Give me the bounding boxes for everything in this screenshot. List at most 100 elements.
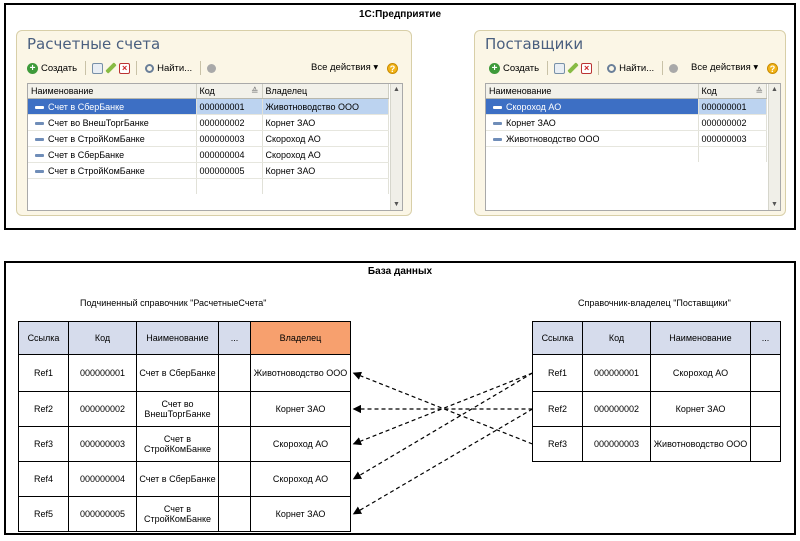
- db-cell: 000000005: [68, 496, 137, 532]
- create-button[interactable]: + Создать: [487, 60, 541, 76]
- item-icon: [493, 105, 502, 109]
- accounts-grid[interactable]: Наименование Код≙ Владелец Счет в СберБа…: [27, 83, 403, 211]
- find-button[interactable]: Найти...: [143, 60, 194, 76]
- database-frame-title: База данных: [367, 266, 433, 277]
- help-icon[interactable]: ?: [767, 63, 778, 74]
- item-icon: [493, 137, 502, 141]
- empty-cell: [196, 178, 263, 194]
- db-cell: 000000001: [582, 354, 651, 392]
- db-cell: Ref2: [532, 391, 583, 427]
- table-cell-code: 000000003: [698, 130, 767, 147]
- table-cell-name: Счет в СтройКомБанке: [28, 130, 197, 147]
- empty-row: [28, 178, 389, 194]
- table-cell-name: Корнет ЗАО: [486, 114, 699, 131]
- db-column-header: Ссылка: [18, 321, 69, 355]
- sort-icon: ≙: [250, 85, 259, 96]
- sort-icon: ≙: [755, 85, 763, 96]
- db-cell: [750, 391, 781, 427]
- search-icon: [145, 63, 155, 73]
- db-column-header: Код: [582, 321, 651, 355]
- db-cell: 000000001: [68, 354, 137, 392]
- table-cell-owner: Корнет ЗАО: [262, 162, 389, 179]
- toolbar-divider: [85, 61, 87, 75]
- accounts-table: Наименование Код≙ Владелец Счет в СберБа…: [28, 84, 389, 194]
- db-cell: Скороход АО: [250, 461, 351, 497]
- db-cell: [218, 461, 251, 497]
- db-cell: Ref3: [532, 426, 583, 462]
- db-cell: 000000003: [582, 426, 651, 462]
- enterprise-frame: 1С:Предприятие: [4, 3, 796, 230]
- item-icon: [35, 121, 44, 125]
- table-cell-name: Счет в СтройКомБанке: [28, 162, 197, 179]
- empty-cell: [28, 178, 197, 194]
- scroll-down-icon[interactable]: ▼: [393, 201, 400, 208]
- scroll-up-icon[interactable]: ▲: [393, 86, 400, 93]
- empty-cell: [486, 146, 699, 162]
- db-cell: Счет в СтройКомБанке: [136, 426, 219, 462]
- db-cell: 000000002: [582, 391, 651, 427]
- plus-icon: +: [489, 62, 500, 74]
- vertical-scrollbar[interactable]: ▲ ▼: [768, 84, 780, 210]
- empty-cell: [698, 146, 767, 162]
- create-button[interactable]: + Создать: [25, 60, 79, 76]
- column-header-code[interactable]: Код≙: [196, 84, 263, 99]
- column-header-name[interactable]: Наименование: [486, 84, 699, 99]
- suppliers-window-title: Поставщики: [485, 35, 584, 53]
- column-header-name[interactable]: Наименование: [28, 84, 197, 99]
- find-button[interactable]: Найти...: [605, 60, 656, 76]
- db-cell: Корнет ЗАО: [650, 391, 751, 427]
- db-cell: [218, 496, 251, 532]
- find-button-label: Найти...: [619, 62, 655, 74]
- copy-icon[interactable]: [92, 62, 104, 74]
- item-icon: [493, 121, 502, 125]
- create-button-label: Создать: [503, 62, 540, 74]
- column-header-code[interactable]: Код≙: [698, 84, 767, 99]
- db-cell: Скороход АО: [650, 354, 751, 392]
- all-actions-menu[interactable]: Все действия ▾: [691, 62, 759, 73]
- cancel-search-icon[interactable]: [669, 63, 679, 73]
- table-cell-code: 000000001: [698, 98, 767, 115]
- delete-icon[interactable]: ×: [119, 62, 131, 74]
- column-header-owner[interactable]: Владелец: [262, 84, 389, 99]
- db-cell: 000000004: [68, 461, 137, 497]
- accounts-window: Расчетные счета + Создать × Найти... Все…: [16, 30, 412, 216]
- db-cell: [750, 426, 781, 462]
- delete-icon[interactable]: ×: [581, 62, 593, 74]
- item-icon: [35, 169, 44, 173]
- vertical-scrollbar[interactable]: ▲ ▼: [390, 84, 402, 210]
- toolbar-divider: [547, 61, 549, 75]
- db-cell: [218, 426, 251, 462]
- reference-arrow: [352, 408, 533, 515]
- toolbar-divider: [598, 61, 600, 75]
- cancel-search-icon[interactable]: [207, 63, 217, 73]
- copy-icon[interactable]: [554, 62, 566, 74]
- scroll-up-icon[interactable]: ▲: [771, 86, 778, 93]
- find-button-label: Найти...: [157, 62, 193, 74]
- db-cell: [218, 391, 251, 427]
- scroll-down-icon[interactable]: ▼: [771, 201, 778, 208]
- table-cell-code: 000000004: [196, 146, 263, 163]
- help-icon[interactable]: ?: [387, 63, 398, 74]
- db-column-header: Код: [68, 321, 137, 355]
- table-cell-owner: Корнет ЗАО: [262, 114, 389, 131]
- reference-arrow: [352, 372, 533, 480]
- empty-cell: [262, 178, 389, 194]
- db-column-header: ...: [750, 321, 781, 355]
- db-column-header: ...: [218, 321, 251, 355]
- all-actions-menu[interactable]: Все действия ▾: [311, 62, 379, 73]
- suppliers-toolbar: + Создать × Найти...: [487, 59, 679, 77]
- table-cell-owner: Скороход АО: [262, 146, 389, 163]
